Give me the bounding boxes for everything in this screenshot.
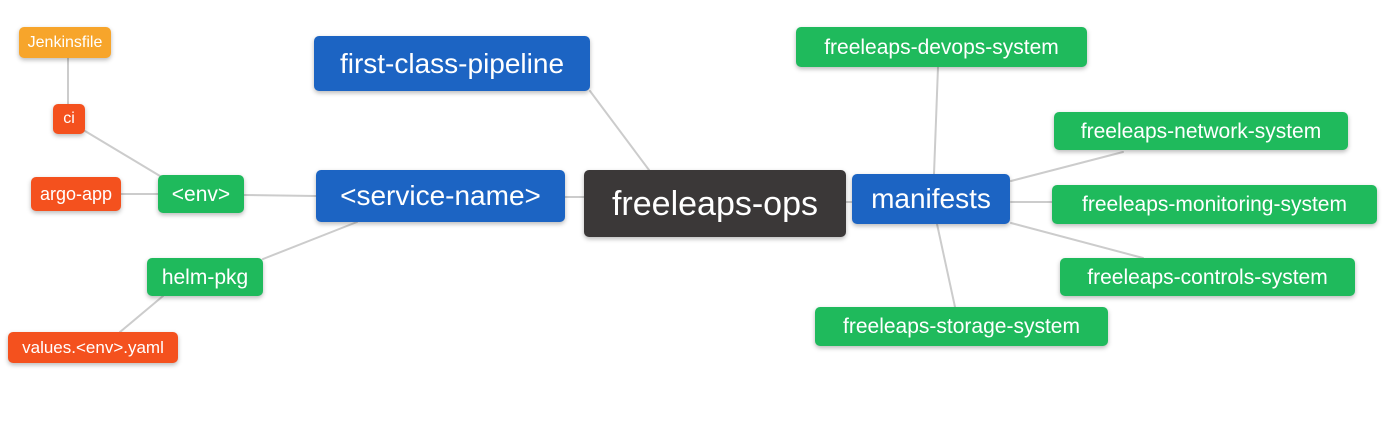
node-freeleaps-devops-system[interactable]: freeleaps-devops-system bbox=[796, 27, 1087, 67]
node-ci[interactable]: ci bbox=[53, 104, 85, 134]
node-env[interactable]: <env> bbox=[158, 175, 244, 213]
node-values-env-yaml[interactable]: values.<env>.yaml bbox=[8, 332, 178, 363]
node-manifests[interactable]: manifests bbox=[852, 174, 1010, 224]
edge-manifests-storage-system bbox=[936, 223, 956, 308]
edge-ci-env bbox=[84, 130, 161, 177]
node-jenkinsfile[interactable]: Jenkinsfile bbox=[19, 27, 111, 58]
edge-manifests-devops-system bbox=[933, 66, 939, 175]
node-argo-app[interactable]: argo-app bbox=[31, 177, 121, 211]
node-first-class-pipeline[interactable]: first-class-pipeline bbox=[314, 36, 590, 91]
node-freeleaps-ops-root[interactable]: freeleaps-ops bbox=[584, 170, 846, 237]
edge-manifests-network-system bbox=[1010, 151, 1124, 182]
edge-values-helm-pkg bbox=[119, 295, 164, 333]
node-freeleaps-controls-system[interactable]: freeleaps-controls-system bbox=[1060, 258, 1355, 296]
node-freeleaps-monitoring-system[interactable]: freeleaps-monitoring-system bbox=[1052, 185, 1377, 224]
edge-helm-pkg-service-name bbox=[262, 221, 358, 260]
node-freeleaps-network-system[interactable]: freeleaps-network-system bbox=[1054, 112, 1348, 150]
edge-first-class-pipeline-ops bbox=[589, 90, 650, 171]
edge-manifests-controls-system bbox=[1010, 222, 1144, 259]
node-service-name[interactable]: <service-name> bbox=[316, 170, 565, 222]
node-freeleaps-storage-system[interactable]: freeleaps-storage-system bbox=[815, 307, 1108, 346]
node-helm-pkg[interactable]: helm-pkg bbox=[147, 258, 263, 296]
edge-env-service-name bbox=[243, 194, 317, 197]
